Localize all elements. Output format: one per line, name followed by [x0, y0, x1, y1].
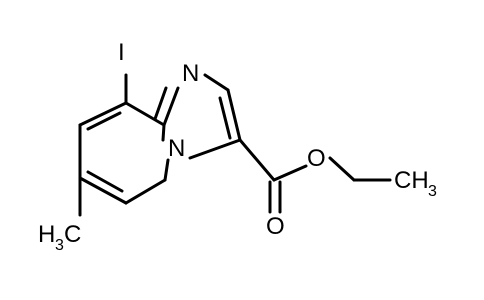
bond-c6-c5-double — [86, 170, 124, 193]
methyl-left-subscript: 3 — [55, 237, 64, 254]
atom-iodine: I — [118, 39, 125, 66]
atom-n-imidazole: N — [182, 60, 199, 87]
bond-c5-c4 — [124, 178, 167, 205]
bond-c4-nbridge — [163, 158, 170, 182]
methyl-right-ch: CH — [394, 167, 429, 194]
bond-c8a-c8 — [124, 101, 166, 127]
methyl-group-right: CH 3 — [394, 167, 437, 200]
bond-ccarbonyl-oester — [272, 164, 308, 182]
bond-c8-c7-double — [86, 111, 122, 131]
bond-c8-c7 — [78, 101, 128, 127]
methyl-group-left: H 3 C — [38, 221, 81, 254]
bond-c3-ccarbonyl — [238, 138, 276, 182]
bond-nbridge-c8a — [161, 123, 166, 142]
atom-o-ester: O — [307, 145, 326, 172]
bond-c8a-n1 — [162, 86, 180, 127]
methyl-left-h: H — [38, 221, 55, 248]
methyl-left-c: C — [64, 221, 81, 248]
atom-n-bridge: N — [168, 135, 185, 162]
bond-c2-c3 — [226, 88, 242, 142]
atom-o-carbonyl: O — [266, 213, 285, 240]
bond-oester-ch2 — [328, 156, 356, 182]
bond-c3-nbridge — [188, 138, 242, 160]
bond-c2-c3-double — [218, 96, 232, 140]
bond-c8a-n1-double — [153, 86, 168, 121]
methyl-right-subscript: 3 — [428, 183, 437, 200]
bond-c6-c5 — [78, 176, 128, 205]
bond-n1-c2 — [203, 73, 230, 92]
